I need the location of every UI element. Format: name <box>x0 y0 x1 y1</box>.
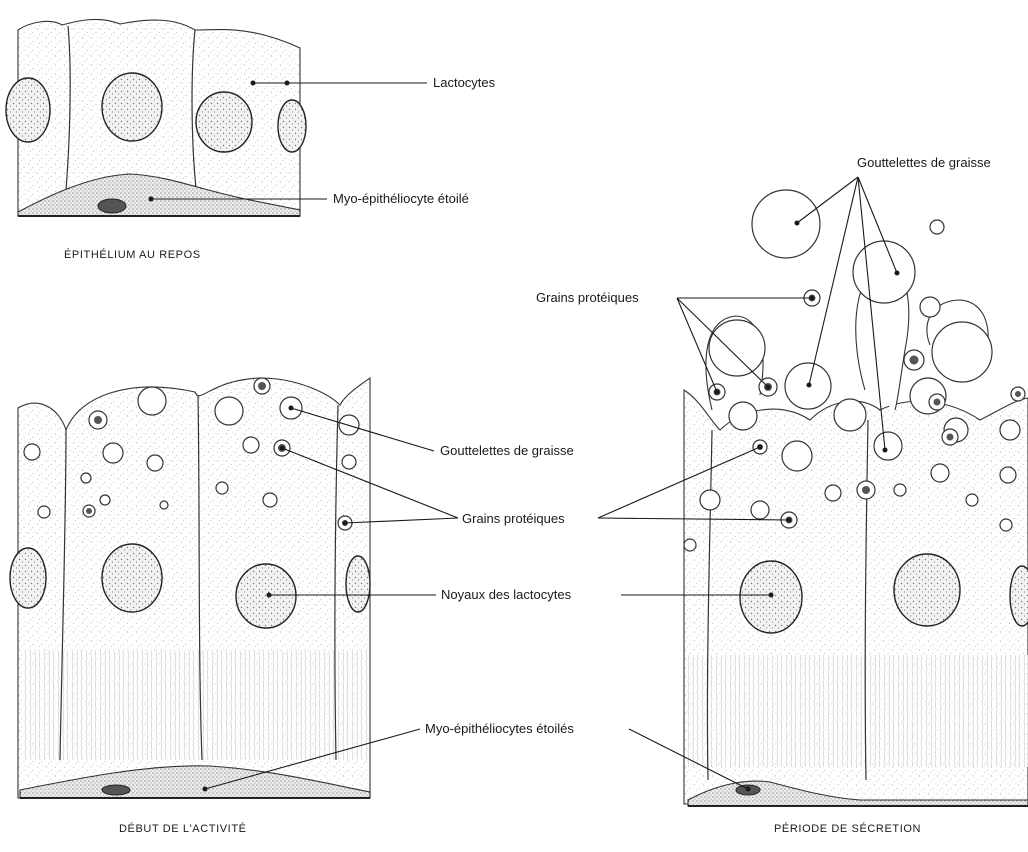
panel-debut: DÉBUT DE L'ACTIVITÉ <box>10 378 370 835</box>
label-gouttelettes-debut: Gouttelettes de graisse <box>440 443 574 458</box>
leader-dot <box>766 385 771 390</box>
debut-fat-droplet <box>138 387 166 415</box>
leader-dot <box>280 446 285 451</box>
debut-protein-core <box>258 382 266 390</box>
debut-myo-nucleus <box>102 785 130 795</box>
secretion-fat-droplet <box>782 441 812 471</box>
leader-dot <box>715 390 720 395</box>
debut-fat-droplet <box>147 455 163 471</box>
secretion-fat-droplet <box>684 539 696 551</box>
debut-fat-droplet <box>215 397 243 425</box>
secretion-fibre-zone <box>686 655 1028 767</box>
debut-fat-droplet <box>81 473 91 483</box>
leader-dot <box>758 445 763 450</box>
leader-dot <box>251 81 256 86</box>
leader-dot <box>895 271 900 276</box>
panel-repos: Lactocytes Myo-épithéliocyte étoilé ÉPIT… <box>6 19 496 261</box>
leader-dot <box>807 383 812 388</box>
secretion-fat-droplet <box>853 241 915 303</box>
debut-fat-droplet <box>160 501 168 509</box>
secretion-fat-droplet <box>709 320 765 376</box>
debut-fat-droplet <box>24 444 40 460</box>
secretion-protein-core <box>934 399 941 406</box>
secretion-fat-droplet <box>920 297 940 317</box>
secretion-fat-droplet <box>931 464 949 482</box>
debut-protein-core <box>86 508 92 514</box>
caption-debut: DÉBUT DE L'ACTIVITÉ <box>119 822 247 835</box>
label-myo-etoiles: Myo-épithéliocytes étoilés <box>425 721 574 736</box>
debut-protein-core <box>94 416 102 424</box>
secretion-fat-droplet <box>1000 519 1012 531</box>
leader-dot <box>285 81 290 86</box>
panel-secretion: PÉRIODE DE SÉCRETION <box>684 190 1028 835</box>
secretion-fat-droplet <box>825 485 841 501</box>
secretion-protein-core <box>862 486 870 494</box>
label-noyaux: Noyaux des lactocytes <box>441 587 572 602</box>
debut-nucleus <box>236 564 296 628</box>
secretion-protein-core <box>947 434 954 441</box>
leader-dot <box>203 787 208 792</box>
leader-dot <box>795 221 800 226</box>
label-myo-etoile: Myo-épithéliocyte étoilé <box>333 191 469 206</box>
label-grains-secretion: Grains protéiques <box>536 290 639 305</box>
caption-secretion: PÉRIODE DE SÉCRETION <box>774 822 921 835</box>
debut-nucleus <box>10 548 46 608</box>
leader-dot <box>343 521 348 526</box>
leader-dot <box>810 296 815 301</box>
label-grains-center: Grains protéiques <box>462 511 565 526</box>
debut-fibre-zone <box>22 650 368 760</box>
leader-dot <box>149 197 154 202</box>
secretion-fat-droplet <box>894 484 906 496</box>
leader-dot <box>883 448 888 453</box>
repos-nucleus <box>196 92 252 152</box>
secretion-fat-droplet <box>932 322 992 382</box>
debut-fat-droplet <box>263 493 277 507</box>
secretion-fat-droplet <box>1000 420 1020 440</box>
leader-dot <box>769 593 774 598</box>
debut-nucleus <box>346 556 370 612</box>
caption-repos: ÉPITHÉLIUM AU REPOS <box>64 248 201 261</box>
secretion-nucleus <box>894 554 960 626</box>
repos-nucleus <box>278 100 306 152</box>
repos-myo-nucleus <box>98 199 126 213</box>
debut-fat-droplet <box>100 495 110 505</box>
secretion-fat-droplet <box>930 220 944 234</box>
secretion-fat-droplet <box>729 402 757 430</box>
repos-nucleus <box>102 73 162 141</box>
debut-fat-droplet <box>38 506 50 518</box>
secretion-fat-droplet <box>874 432 902 460</box>
leader-dot <box>746 787 751 792</box>
secretion-protein-core <box>910 356 919 365</box>
debut-fat-droplet <box>216 482 228 494</box>
debut-fat-droplet <box>342 455 356 469</box>
secretion-fat-droplet <box>751 501 769 519</box>
repos-nucleus <box>6 78 50 142</box>
debut-nucleus <box>102 544 162 612</box>
label-lactocytes: Lactocytes <box>433 75 496 90</box>
leader-dot <box>267 593 272 598</box>
secretion-fat-droplet <box>1000 467 1016 483</box>
label-gouttelettes-secretion: Gouttelettes de graisse <box>857 155 991 170</box>
secretion-fat-droplet <box>700 490 720 510</box>
debut-fat-droplet <box>243 437 259 453</box>
debut-fat-droplet <box>103 443 123 463</box>
secretion-nucleus <box>1010 566 1028 626</box>
secretion-fat-droplet <box>834 399 866 431</box>
secretion-protein-core <box>1015 391 1021 397</box>
leader-dot <box>787 518 792 523</box>
secretion-fat-droplet <box>966 494 978 506</box>
leader-dot <box>289 406 294 411</box>
secretion-fat-droplet <box>752 190 820 258</box>
